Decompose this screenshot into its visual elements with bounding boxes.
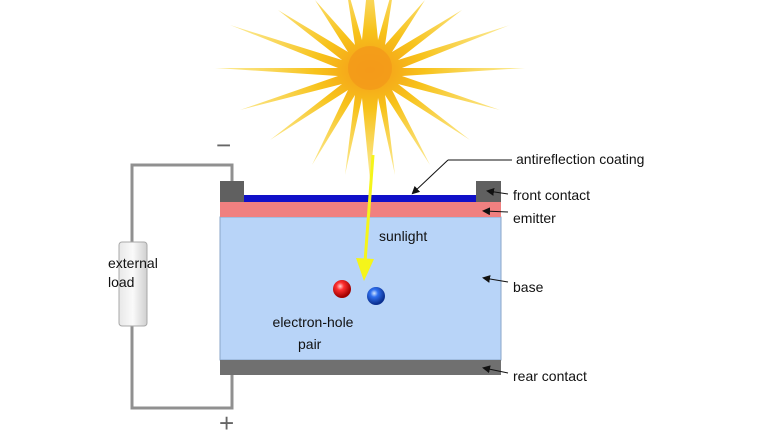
- positive-terminal-sign: +: [219, 408, 235, 438]
- emitter-layer: [220, 202, 501, 217]
- label-antireflection-coating: antireflection coating: [516, 151, 645, 167]
- label-sunlight: sunlight: [379, 228, 428, 244]
- label-external-load-line1: external: [108, 255, 158, 271]
- electron-particle: [333, 280, 351, 298]
- label-front-contact: front contact: [513, 187, 591, 203]
- antireflection-coating-layer: [244, 195, 476, 202]
- leader-base: [482, 275, 509, 283]
- rear-contact-layer: [220, 360, 501, 375]
- leader-rear-contact: [482, 365, 509, 374]
- label-base: base: [513, 279, 544, 295]
- sunlight-arrow: [356, 154, 375, 281]
- label-rear-contact: rear contact: [513, 368, 587, 384]
- leader-front-contact: [486, 187, 509, 196]
- label-external-load: external load: [108, 254, 158, 292]
- negative-terminal-sign: −: [216, 130, 232, 160]
- label-emitter: emitter: [513, 210, 556, 226]
- hole-particle: [367, 287, 385, 305]
- label-external-load-line2: load: [108, 274, 135, 290]
- label-electron-hole-line2: pair: [298, 336, 322, 352]
- front-contact-left: [220, 181, 244, 202]
- leader-antireflection-2: [411, 159, 449, 195]
- base-layer: [219, 216, 502, 361]
- label-electron-hole-pair: electron-hole pair: [258, 311, 368, 355]
- sun-icon: [215, 0, 525, 180]
- external-load: [118, 241, 148, 327]
- label-electron-hole-line1: electron-hole: [272, 314, 354, 330]
- leader-emitter: [482, 207, 509, 216]
